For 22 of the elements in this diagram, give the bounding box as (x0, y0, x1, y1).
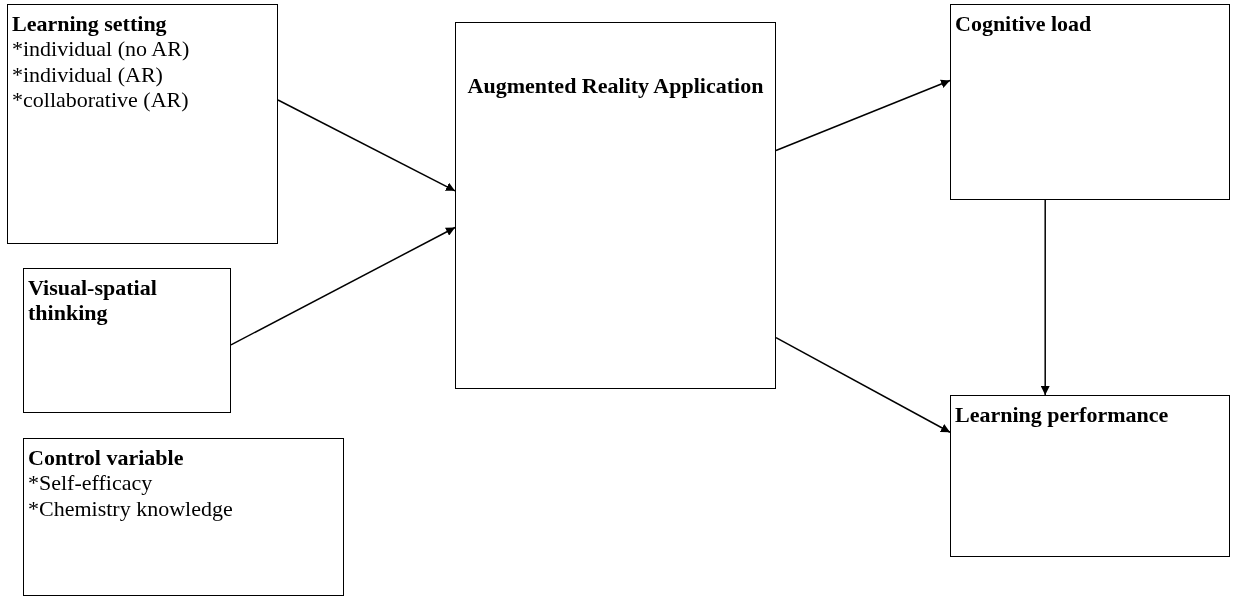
arrow (1040, 199, 1050, 396)
arrow (775, 79, 951, 152)
box (950, 4, 1230, 200)
arrow (230, 226, 456, 346)
box (23, 438, 344, 596)
list-item: *Chemistry knowledge (28, 495, 234, 521)
box (950, 395, 1230, 557)
box-heading: Visual-spatial thinking (28, 275, 158, 326)
box-heading: Learning setting (12, 11, 168, 37)
arrow (775, 336, 951, 433)
box-heading: Control variable (28, 445, 185, 471)
list-item: *individual (no AR) (12, 36, 191, 62)
box (23, 268, 231, 413)
list-item: *collaborative (AR) (12, 86, 190, 113)
box (7, 4, 278, 244)
list-item: *Self-efficacy (28, 470, 154, 496)
box-heading: Augmented Reality Application (466, 73, 765, 99)
box-heading: Cognitive load (955, 11, 1093, 37)
arrow (277, 99, 456, 192)
box (455, 22, 776, 389)
box-heading: Learning performance (955, 402, 1170, 428)
list-item: *individual (AR) (12, 61, 164, 87)
